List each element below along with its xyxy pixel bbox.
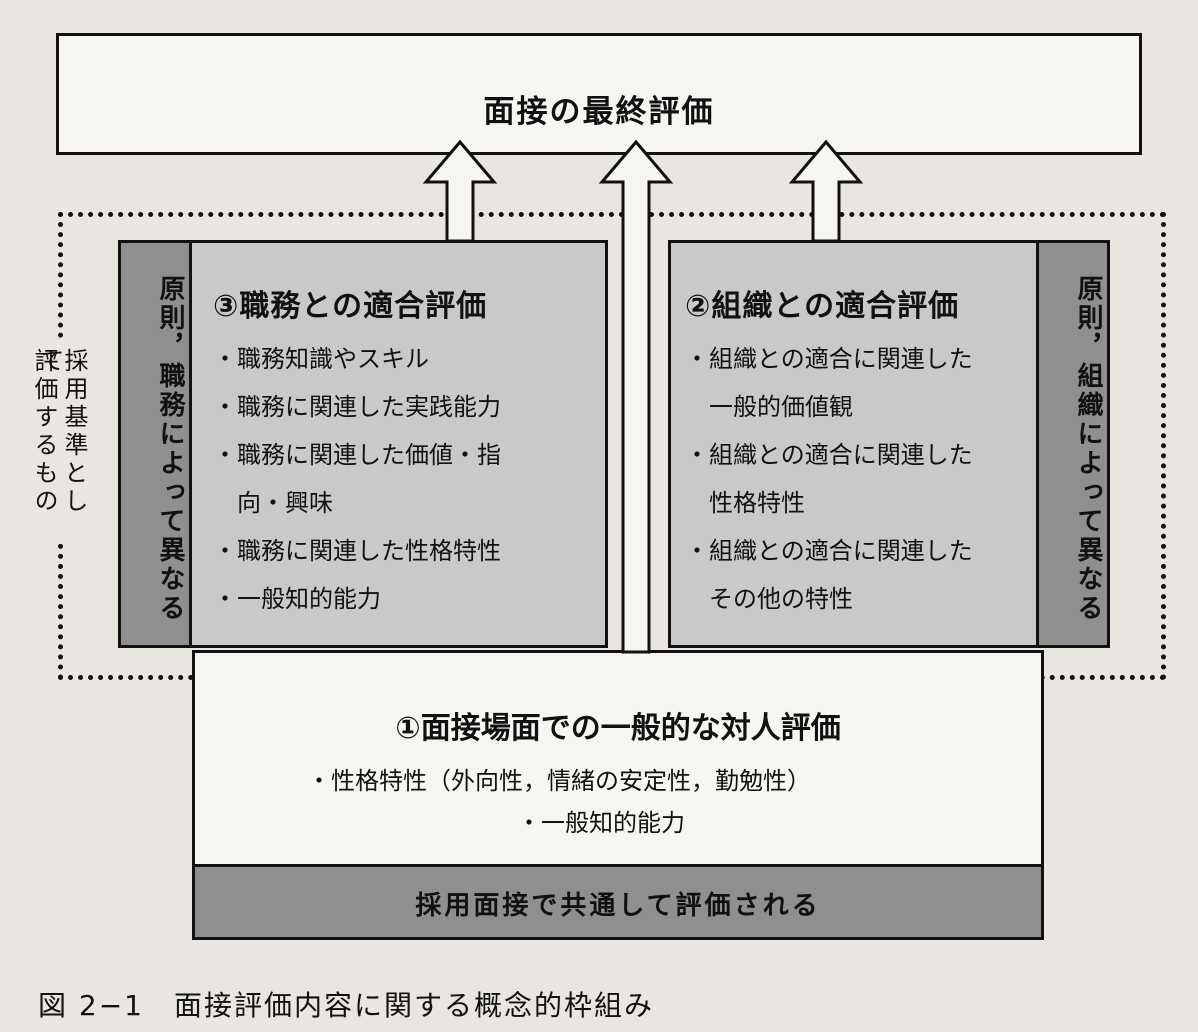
general-evaluation-item-1: ・性格特性（外向性，情緒の安定性，勤勉性） (307, 767, 811, 795)
general-evaluation-item-2: ・一般知的能力 (517, 809, 685, 837)
list-item: ・職務に関連した性格特性 (213, 537, 501, 565)
list-item: その他の特性 (685, 585, 853, 613)
list-item: ・組織との適合に関連した (685, 345, 973, 373)
general-evaluation-box: ①面接場面での一般的な対人評価 ・性格特性（外向性，情緒の安定性，勤勉性） ・一… (192, 650, 1044, 940)
job-fit-side-strip: 原則，職務によって異なる (121, 243, 192, 645)
hiring-criteria-label-col2: 評価するもの (30, 348, 58, 516)
job-fit-side-label: 原則，職務によって異なる (155, 275, 185, 623)
list-item: ・組織との適合に関連した (685, 441, 973, 469)
common-evaluation-bar: 採用面接で共通して評価される (195, 864, 1041, 937)
list-item: 性格特性 (685, 489, 805, 517)
arrow-up-icon (422, 139, 498, 243)
job-fit-items: ・職務知識やスキル ・職務に関連した実践能力 ・職務に関連した価値・指 向・興味… (213, 335, 501, 623)
hiring-criteria-label-col1: 採用基準として (36, 348, 88, 516)
org-fit-side-label: 原則，組織によって異なる (1073, 275, 1103, 623)
list-item: ・職務に関連した価値・指 (213, 441, 501, 469)
list-item: ・職務知識やスキル (213, 345, 429, 373)
org-fit-side-strip: 原則，組織によって異なる (1036, 243, 1107, 645)
org-fit-items: ・組織との適合に関連した 一般的価値観 ・組織との適合に関連した 性格特性 ・組… (685, 335, 973, 623)
job-fit-panel: 原則，職務によって異なる ③職務との適合評価 ・職務知識やスキル ・職務に関連し… (118, 240, 608, 648)
arrow-up-icon (598, 139, 674, 654)
hiring-criteria-label: 採用基準として 評価するもの (22, 342, 102, 542)
common-evaluation-label: 採用面接で共通して評価される (415, 891, 821, 921)
list-item: 一般的価値観 (685, 393, 853, 421)
org-fit-panel: 原則，組織によって異なる ②組織との適合評価 ・組織との適合に関連した 一般的価… (668, 240, 1110, 648)
final-evaluation-box: 面接の最終評価 (56, 33, 1142, 155)
job-fit-title: ③職務との適合評価 (213, 289, 488, 324)
figure-caption: 図 2−1 面接評価内容に関する概念的枠組み (38, 989, 654, 1022)
list-item: ・一般知的能力 (213, 585, 381, 613)
final-evaluation-label: 面接の最終評価 (483, 94, 715, 130)
org-fit-title: ②組織との適合評価 (685, 289, 960, 324)
general-evaluation-title: ①面接場面での一般的な対人評価 (395, 711, 841, 746)
list-item: ・組織との適合に関連した (685, 537, 973, 565)
list-item: ・職務に関連した実践能力 (213, 393, 501, 421)
list-item: 向・興味 (213, 489, 333, 517)
arrow-up-icon (788, 139, 864, 243)
